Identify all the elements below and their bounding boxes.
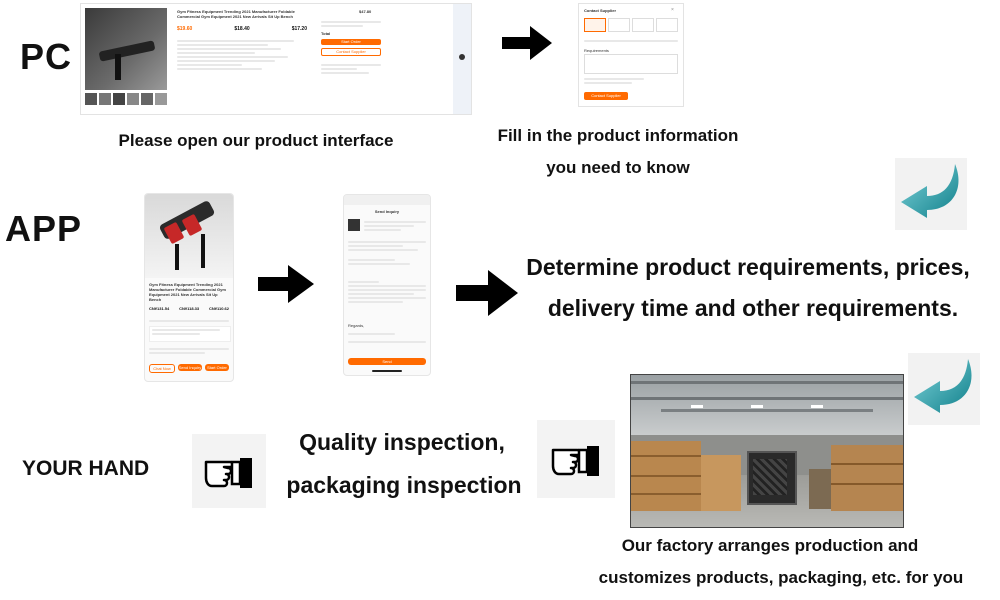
right-arrow-icon — [500, 24, 554, 62]
product-title: Gym Fitness Equipment Trending 2021 Manu… — [177, 9, 295, 19]
right-arrow-icon — [454, 268, 520, 318]
your-hand-label: YOUR HAND — [22, 457, 150, 480]
pointing-hand-icon — [537, 420, 615, 498]
pc-step2-caption-line1: Fill in the product information — [497, 126, 739, 145]
app-action-bar: Chat Now Send Inquiry Start Order — [149, 364, 229, 373]
requirements-textarea[interactable] — [584, 54, 678, 74]
contact-supplier-submit-button[interactable]: Contact Supplier — [584, 92, 628, 100]
factory-photo — [630, 374, 904, 528]
quality-caption-line1: Quality inspection, — [299, 429, 505, 455]
price-tier-row — [584, 18, 678, 32]
pc-step1-caption: Please open our product interface — [118, 131, 394, 150]
inquiry-title: Send Inquiry — [374, 209, 400, 214]
app-price-tiers: CN¥131.54 CN¥118.33 CN¥110.62 — [149, 306, 229, 311]
factory-caption-line2: customizes products, packaging, etc. for… — [598, 568, 964, 587]
pc-label: PC — [20, 36, 73, 77]
pc-step2-caption-line2: you need to know — [546, 158, 690, 177]
pointing-hand-icon — [192, 434, 266, 508]
determine-caption-line2: delivery time and other requirements. — [547, 295, 959, 321]
start-order-app-button[interactable]: Start Order — [205, 364, 229, 371]
app-product-screenshot: Gym Fitness Equipment Trending 2021 Manu… — [144, 193, 234, 382]
app-inquiry-screenshot: Send Inquiry Regards, Send — [343, 194, 431, 376]
send-button[interactable]: Send — [348, 358, 426, 365]
spec-lines — [177, 38, 307, 72]
start-order-button[interactable]: Start Order — [321, 39, 381, 45]
total-label: Total — [321, 31, 331, 36]
send-inquiry-button[interactable]: Send Inquiry — [178, 364, 202, 371]
determine-caption-line1: Determine product requirements, prices, — [526, 254, 970, 280]
thumbnail-strip[interactable] — [85, 93, 167, 105]
contact-form-title: Contact Supplier — [584, 8, 617, 13]
curved-return-arrow-icon — [895, 158, 967, 230]
pc-product-page-screenshot: Gym Fitness Equipment Trending 2021 Manu… — [80, 3, 472, 115]
side-toolbar — [453, 4, 471, 114]
curved-return-arrow-icon — [908, 353, 980, 425]
inquiry-regards: Regards, — [348, 323, 365, 328]
order-panel: $47.80 Total Start Order Contact Supplie… — [321, 9, 381, 76]
chat-now-button[interactable]: Chat Now — [149, 364, 175, 373]
shipping-price: $47.80 — [359, 9, 372, 14]
requirements-label: Requirements — [584, 48, 609, 53]
app-product-image — [145, 194, 233, 278]
contact-supplier-button[interactable]: Contact Supplier — [321, 48, 381, 56]
right-arrow-icon — [256, 263, 316, 305]
price-tiers: $19.60 $18.40 $17.20 — [177, 26, 307, 32]
contact-supplier-form-screenshot: Contact Supplier × Requirements Contact … — [578, 3, 684, 107]
quality-caption-line2: packaging inspection — [286, 472, 522, 498]
close-icon[interactable]: × — [671, 7, 674, 13]
app-product-title: Gym Fitness Equipment Trending 2021 Manu… — [149, 282, 226, 302]
app-label: APP — [5, 208, 83, 249]
product-image — [85, 8, 167, 90]
factory-caption-line1: Our factory arranges production and — [621, 536, 919, 555]
